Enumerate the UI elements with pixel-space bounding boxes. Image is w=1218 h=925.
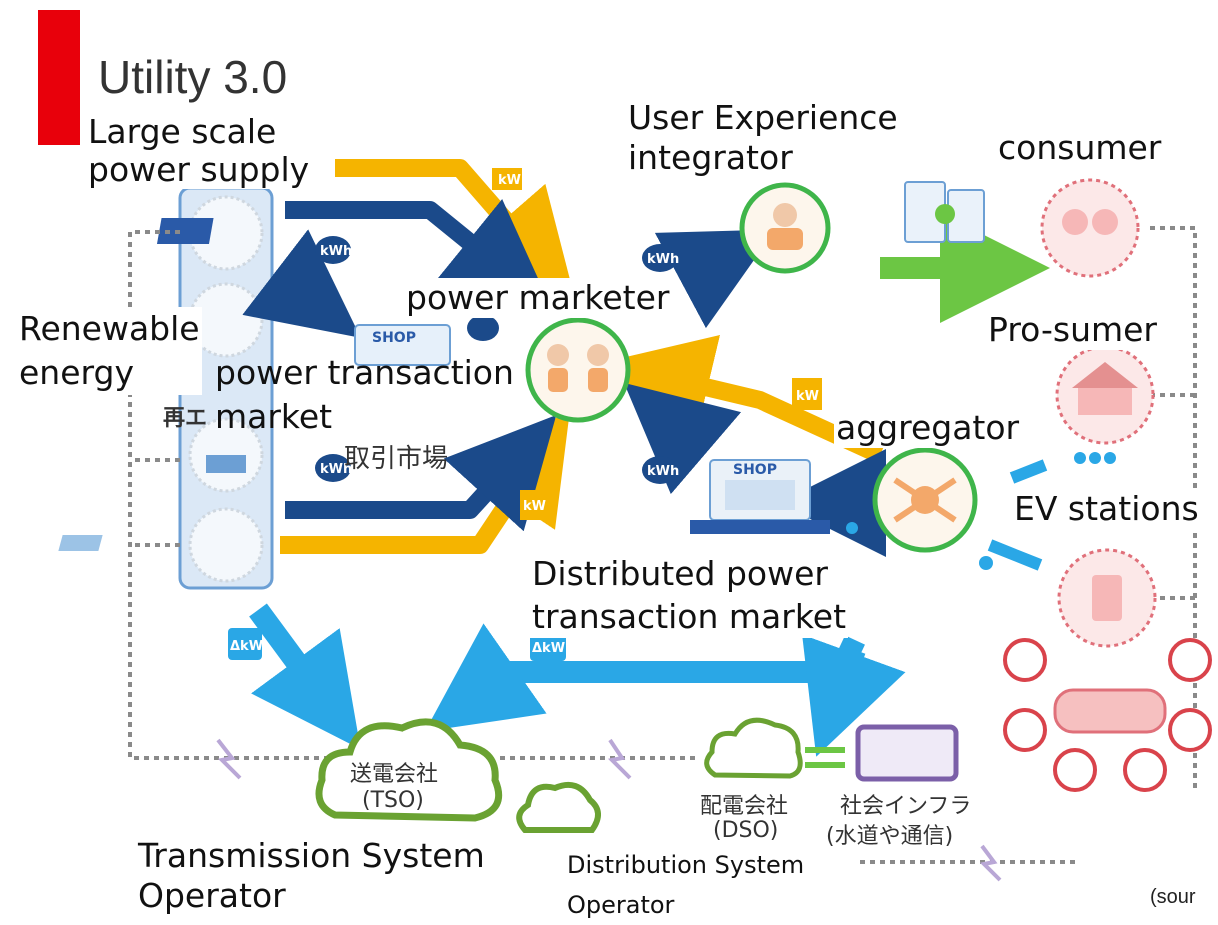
renewable-jp-label: 再エ [163,406,208,431]
tso-jp-line1: 送電会社 [350,762,439,787]
user-experience-integrator-node [739,182,831,274]
kw-badge-2: kW [796,389,819,404]
distributed-market-shop-icon [690,459,830,534]
shop-sign-1: SHOP [372,330,416,346]
navy-kwh-arrows [242,199,886,557]
label-user-experience-integrator: User Experience integrator [626,98,900,178]
delta-kw-badge-2: ΔkW [532,641,565,656]
ev-station-node [1003,548,1212,792]
home-appliances-icon [904,181,985,243]
tso-cloud [315,718,601,833]
delta-kw-badge-1: ΔkW [230,639,263,654]
infra-jp-line2: (水道や通信) [826,824,954,849]
label-aggregator: aggregator [834,408,1022,448]
aggregator-node [872,447,978,553]
gray-dotted-links [128,226,1197,864]
dso-shop-dots [846,452,1116,570]
pro-sumer-node [1055,345,1155,445]
label-ev-stations: EV stations [1012,489,1201,529]
label-pro-sumer: Pro-sumer [986,310,1159,350]
lightning-icons [216,738,1002,882]
kwh-badge-2: kWh [647,252,679,267]
cyan-delta-kw-arrows [249,459,1048,757]
kwh-badge-3: kWh [320,462,352,477]
dso-jp-line2: (DSO) [713,818,779,843]
title-accent-bar [38,10,80,145]
kw-badge-1: kW [498,173,521,188]
label-consumer: consumer [996,128,1164,168]
dso-jp-line1: 配電会社 [700,794,789,819]
label-transmission-system-operator: Transmission System Operator [138,836,485,915]
label-distributed-power-transaction-market: Distributed power transaction market [530,552,849,638]
page-title: Utility 3.0 [98,51,288,103]
label-distribution-system-operator: Distribution System Operator [567,851,805,919]
dso-cloud [704,717,959,782]
power-exchange-shop-icon [354,324,451,366]
unit-badges: kW kWh kWh kWh kWh kW kW ΔkW ΔkW [228,168,822,661]
label-large-scale-power-supply: Large scale power supply [86,112,312,189]
exchange-jp-label: 取引市場 [344,444,449,474]
kwh-badge-4: kWh [647,464,679,479]
label-power-marketer: power marketer [404,278,672,318]
source-note: (sour [1150,886,1196,908]
kw-badge-3: kW [523,499,546,514]
infra-jp-line1: 社会インフラ [840,794,972,819]
power-marketer-node [525,317,631,423]
tso-jp-line2: (TSO) [362,788,424,813]
kwh-badge-1: kWh [320,244,352,259]
consumer-node [1040,178,1140,278]
label-power-transaction-market: power transaction market [215,353,514,436]
shop-sign-2: SHOP [733,462,777,478]
label-renewable-energy: Renewable energy [17,307,202,395]
